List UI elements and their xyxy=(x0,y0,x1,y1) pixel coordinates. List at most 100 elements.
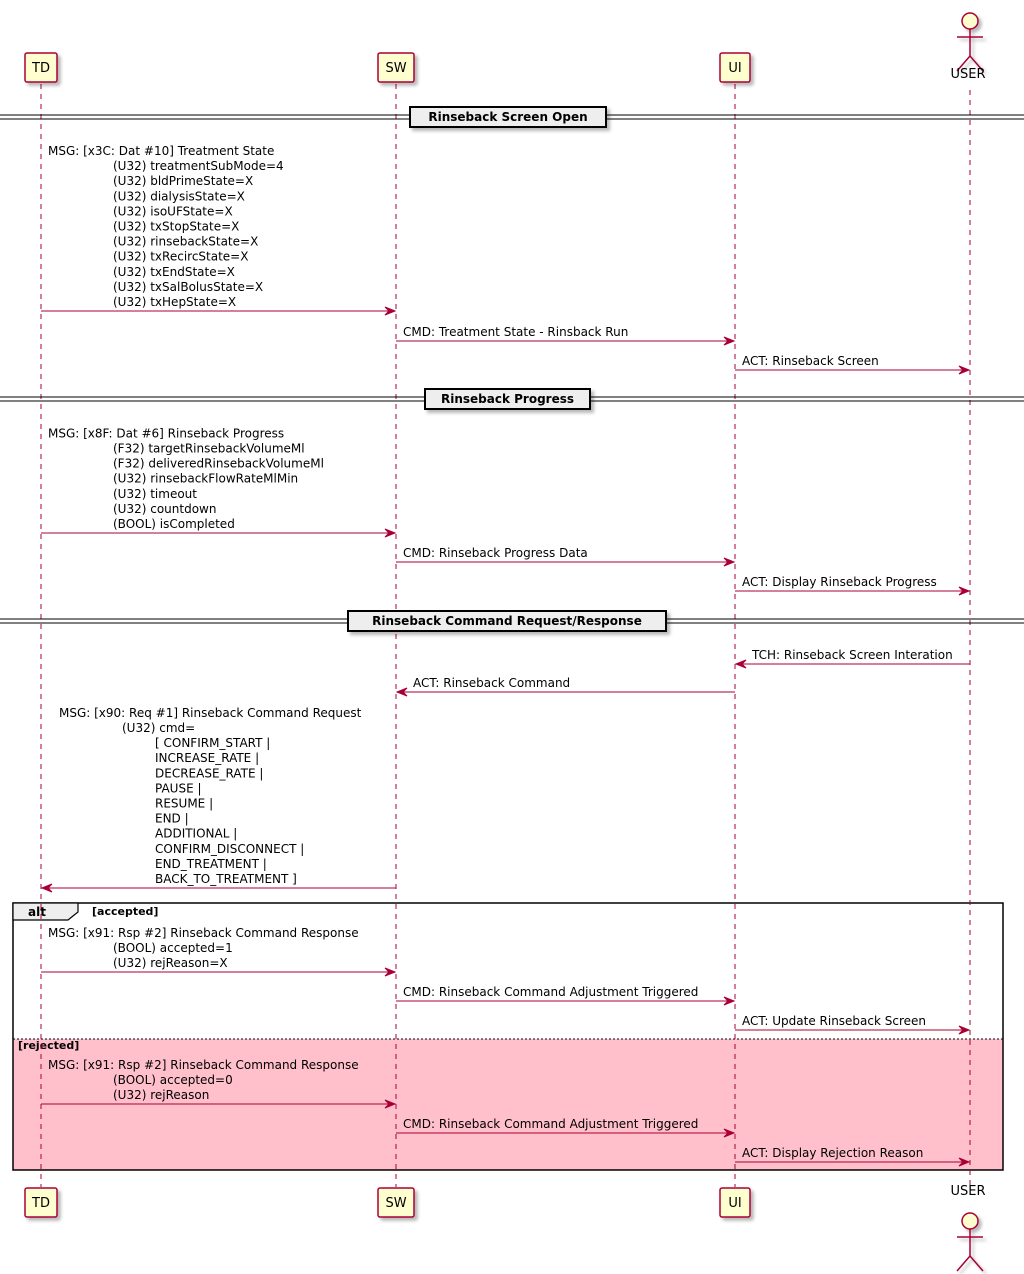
actor-user-top xyxy=(956,12,984,72)
divider-box-2 xyxy=(347,610,667,632)
message-10-line-0: CMD: Rinseback Command Adjustment Trigge… xyxy=(403,985,698,999)
alt-guard-accepted: [accepted] xyxy=(92,905,158,918)
message-arrow-head-0 xyxy=(384,306,397,316)
alt-keyword: alt xyxy=(28,905,46,919)
message-3-line-6: (BOOL) isCompleted xyxy=(113,517,235,531)
participant-sw-box-bottom xyxy=(377,1187,415,1218)
message-0-line-8: (U32) txEndState=X xyxy=(113,265,235,279)
message-0-line-4: (U32) isoUFState=X xyxy=(113,204,233,218)
actor-user-bottom xyxy=(956,1212,984,1272)
message-9-line-0: MSG: [x91: Rsp #2] Rinseback Command Res… xyxy=(48,926,359,940)
message-8-line-5: PAUSE | xyxy=(155,781,202,795)
message-3-line-4: (U32) timeout xyxy=(113,487,197,501)
message-1-line-0: CMD: Treatment State - Rinsback Run xyxy=(403,325,628,339)
message-0-line-5: (U32) txStopState=X xyxy=(113,220,239,234)
message-arrow-head-3 xyxy=(384,528,397,538)
message-1: CMD: Treatment State - Rinsback Run xyxy=(396,325,736,346)
message-arrow-head-5 xyxy=(958,586,971,596)
participant-ui-label-bottom: UI xyxy=(728,1196,741,1211)
lifelines xyxy=(40,84,971,1187)
message-0-line-0: MSG: [x3C: Dat #10] Treatment State xyxy=(48,144,274,158)
message-6-line-0: TCH: Rinseback Screen Interation xyxy=(751,648,953,662)
message-11: ACT: Update Rinseback Screen xyxy=(735,1014,971,1035)
message-arrow-head-12 xyxy=(384,1099,397,1109)
message-8-line-0: MSG: [x90: Req #1] Rinseback Command Req… xyxy=(59,706,362,720)
message-0-line-9: (U32) txSalBolusState=X xyxy=(113,280,263,294)
message-14: ACT: Display Rejection Reason xyxy=(735,1146,971,1167)
message-14-line-0: ACT: Display Rejection Reason xyxy=(742,1146,923,1160)
message-10: CMD: Rinseback Command Adjustment Trigge… xyxy=(396,985,736,1006)
actor-user-label-top: USER xyxy=(950,67,985,82)
message-8-line-3: INCREASE_RATE | xyxy=(155,751,259,765)
message-8-line-10: END_TREATMENT | xyxy=(155,857,267,871)
message-0: MSG: [x3C: Dat #10] Treatment State(U32)… xyxy=(41,144,397,316)
message-6: TCH: Rinseback Screen Interation xyxy=(734,648,970,669)
message-4: CMD: Rinseback Progress Data xyxy=(396,546,736,567)
message-8-line-11: BACK_TO_TREATMENT ] xyxy=(155,872,297,886)
message-arrow-head-10 xyxy=(723,996,736,1006)
message-arrow-head-8 xyxy=(40,883,53,893)
divider-label-0: Rinseback Screen Open xyxy=(428,110,587,124)
participant-sw-label-bottom: SW xyxy=(385,1196,406,1211)
message-4-line-0: CMD: Rinseback Progress Data xyxy=(403,546,588,560)
message-arrow-head-13 xyxy=(723,1128,736,1138)
divider-box-0 xyxy=(409,106,607,128)
message-0-line-7: (U32) txRecircState=X xyxy=(113,250,248,264)
message-12-line-1: (BOOL) accepted=0 xyxy=(113,1073,233,1087)
participant-sw-label-top: SW xyxy=(385,61,406,76)
message-0-line-3: (U32) dialysisState=X xyxy=(113,189,245,203)
message-3-line-1: (F32) targetRinsebackVolumeMl xyxy=(113,442,305,456)
participant-td-box-bottom xyxy=(24,1187,58,1218)
message-2: ACT: Rinseback Screen xyxy=(735,354,971,375)
message-5: ACT: Display Rinseback Progress xyxy=(735,575,971,596)
divider-box-1 xyxy=(424,388,591,410)
message-arrow-head-4 xyxy=(723,557,736,567)
participants: TD TD SW SW UI UI USER USER xyxy=(24,12,986,1272)
participant-ui-box-bottom xyxy=(719,1187,751,1218)
message-3: MSG: [x8F: Dat #6] Rinseback Progress(F3… xyxy=(41,426,397,538)
divider-label-1: Rinseback Progress xyxy=(441,392,574,406)
message-arrow-head-11 xyxy=(958,1025,971,1035)
message-7: ACT: Rinseback Command xyxy=(395,676,735,697)
divider-label-2: Rinseback Command Request/Response xyxy=(372,614,642,628)
message-2-line-0: ACT: Rinseback Screen xyxy=(742,354,879,368)
message-12-line-0: MSG: [x91: Rsp #2] Rinseback Command Res… xyxy=(48,1058,359,1072)
message-8-line-2: [ CONFIRM_START | xyxy=(155,736,270,750)
message-0-line-2: (U32) bldPrimeState=X xyxy=(113,174,253,188)
message-arrow-head-1 xyxy=(723,336,736,346)
message-8-line-6: RESUME | xyxy=(155,797,213,811)
alt-frame xyxy=(12,902,1004,1171)
message-3-line-2: (F32) deliveredRinsebackVolumeMl xyxy=(113,457,324,471)
message-0-line-6: (U32) rinsebackState=X xyxy=(113,235,258,249)
message-8-line-1: (U32) cmd= xyxy=(122,721,195,735)
message-0-line-10: (U32) txHepState=X xyxy=(113,295,236,309)
message-arrow-head-14 xyxy=(958,1157,971,1167)
actor-user-label-bottom: USER xyxy=(950,1184,985,1199)
message-7-line-0: ACT: Rinseback Command xyxy=(413,676,570,690)
message-8-line-7: END | xyxy=(155,812,189,826)
message-5-line-0: ACT: Display Rinseback Progress xyxy=(742,575,937,589)
message-arrow-head-7 xyxy=(395,687,408,697)
message-12: MSG: [x91: Rsp #2] Rinseback Command Res… xyxy=(41,1058,397,1109)
message-8-line-8: ADDITIONAL | xyxy=(155,827,237,841)
participant-sw-box-top xyxy=(377,52,415,83)
message-arrow-head-6 xyxy=(734,659,747,669)
alt-tab xyxy=(12,902,79,921)
message-0-line-1: (U32) treatmentSubMode=4 xyxy=(113,159,284,173)
message-9-line-1: (BOOL) accepted=1 xyxy=(113,941,233,955)
participant-ui-box-top xyxy=(719,52,751,83)
participant-ui-label-top: UI xyxy=(728,61,741,76)
participant-td-label-top: TD xyxy=(31,61,50,76)
messages: MSG: [x3C: Dat #10] Treatment State(U32)… xyxy=(40,144,971,1167)
message-12-line-2: (U32) rejReason xyxy=(113,1088,209,1102)
message-8-line-9: CONFIRM_DISCONNECT | xyxy=(155,842,304,856)
message-3-line-3: (U32) rinsebackFlowRateMlMin xyxy=(113,472,298,486)
message-3-line-5: (U32) countdown xyxy=(113,502,216,516)
message-arrow-head-9 xyxy=(384,967,397,977)
alt-guard-rejected: [rejected] xyxy=(18,1039,79,1052)
message-11-line-0: ACT: Update Rinseback Screen xyxy=(742,1014,926,1028)
message-13-line-0: CMD: Rinseback Command Adjustment Trigge… xyxy=(403,1117,698,1131)
participant-td-label-bottom: TD xyxy=(31,1196,50,1211)
